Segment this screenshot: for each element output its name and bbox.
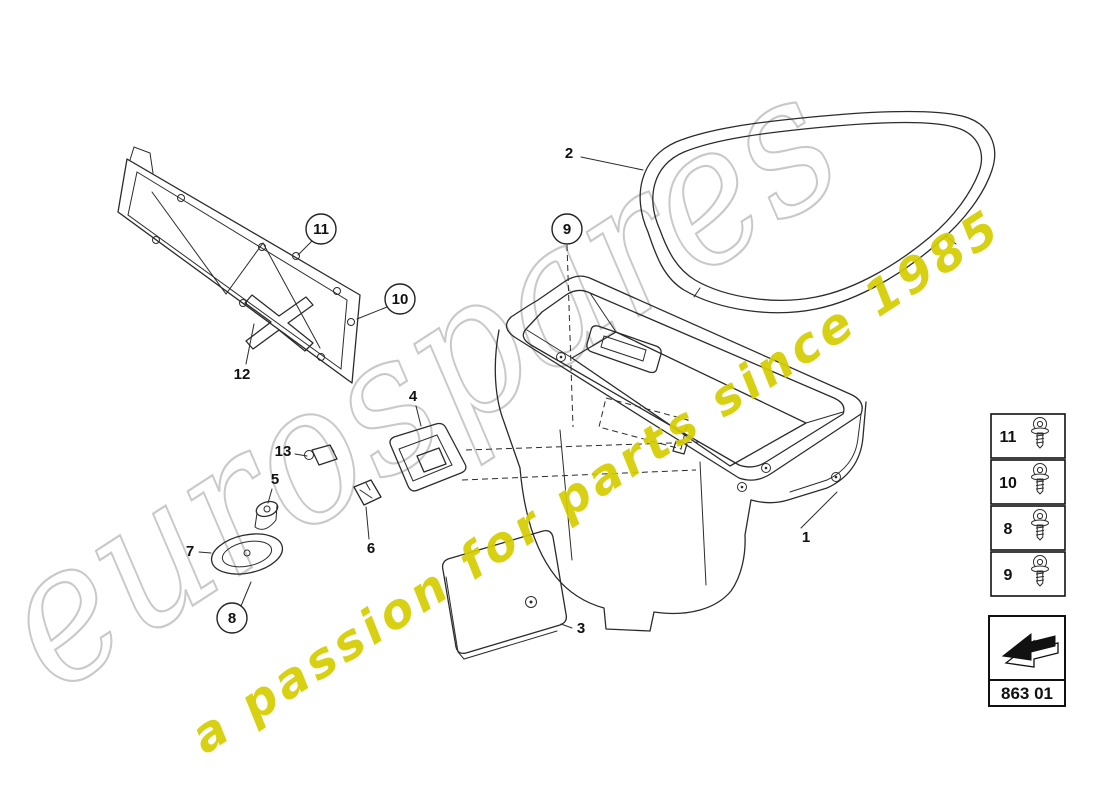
legend-row-8[interactable]: 8: [990, 505, 1066, 551]
handle-insert-drawing: [389, 422, 701, 492]
oval-bezel-drawing: [210, 533, 284, 575]
screw-icon: [1031, 509, 1049, 541]
callout-9[interactable]: 9: [551, 213, 583, 428]
side-trim-panel-drawing: [117, 146, 361, 384]
callout-6[interactable]: 6: [365, 506, 375, 557]
callout-11[interactable]: 11: [297, 213, 337, 256]
legend-row-9-label[interactable]: 9: [1004, 567, 1013, 584]
legend-row-10[interactable]: 10: [990, 459, 1066, 505]
callout-2[interactable]: 2: [565, 145, 644, 171]
fastener-legend: 11 10 8: [990, 413, 1066, 597]
callout-5-label[interactable]: 5: [271, 471, 279, 488]
legend-row-9[interactable]: 9: [990, 551, 1066, 597]
callout-2-label[interactable]: 2: [565, 145, 573, 162]
callout-9-label[interactable]: 9: [563, 221, 571, 238]
callout-8-label[interactable]: 8: [228, 610, 236, 627]
callout-13[interactable]: 13: [275, 443, 308, 460]
legend-row-11[interactable]: 11: [990, 413, 1066, 459]
screw-icon: [1031, 555, 1049, 587]
legend-row-11-label[interactable]: 11: [1000, 429, 1017, 446]
callout-5[interactable]: 5: [267, 471, 279, 504]
small-clip-drawing: [353, 479, 382, 506]
callout-13-label[interactable]: 13: [275, 443, 292, 460]
direction-arrow-icon: [1001, 632, 1059, 668]
cover-plate-drawing: [441, 529, 568, 660]
luggage-bin-drawing: [494, 275, 867, 632]
retaining-clip-drawing: [304, 444, 338, 466]
legend-row-8-label[interactable]: 8: [1004, 521, 1013, 538]
screw-icon: [1031, 417, 1049, 449]
screw-icon: [1031, 463, 1049, 495]
callout-7[interactable]: 7: [186, 543, 212, 560]
callout-4[interactable]: 4: [409, 388, 422, 427]
callout-4-label[interactable]: 4: [409, 388, 418, 405]
callout-7-label[interactable]: 7: [186, 543, 194, 560]
callout-12[interactable]: 12: [234, 323, 255, 383]
buffer-stop-drawing: [254, 500, 279, 530]
part-code-label[interactable]: 863 01: [1001, 684, 1053, 703]
callout-6-label[interactable]: 6: [367, 540, 375, 557]
callout-12-label[interactable]: 12: [234, 366, 251, 383]
callout-1[interactable]: 1: [800, 491, 838, 546]
callout-1-label[interactable]: 1: [802, 529, 810, 546]
callout-3-label[interactable]: 3: [577, 620, 585, 637]
legend-row-10-label[interactable]: 10: [999, 475, 1017, 492]
callout-10-label[interactable]: 10: [392, 291, 409, 308]
callout-11-label[interactable]: 11: [313, 221, 329, 238]
callout-3[interactable]: 3: [560, 620, 585, 637]
part-code-box[interactable]: 863 01: [988, 615, 1066, 707]
gasket-seal-drawing: [639, 110, 996, 314]
callout-10[interactable]: 10: [356, 283, 416, 320]
callout-8[interactable]: 8: [216, 581, 252, 634]
